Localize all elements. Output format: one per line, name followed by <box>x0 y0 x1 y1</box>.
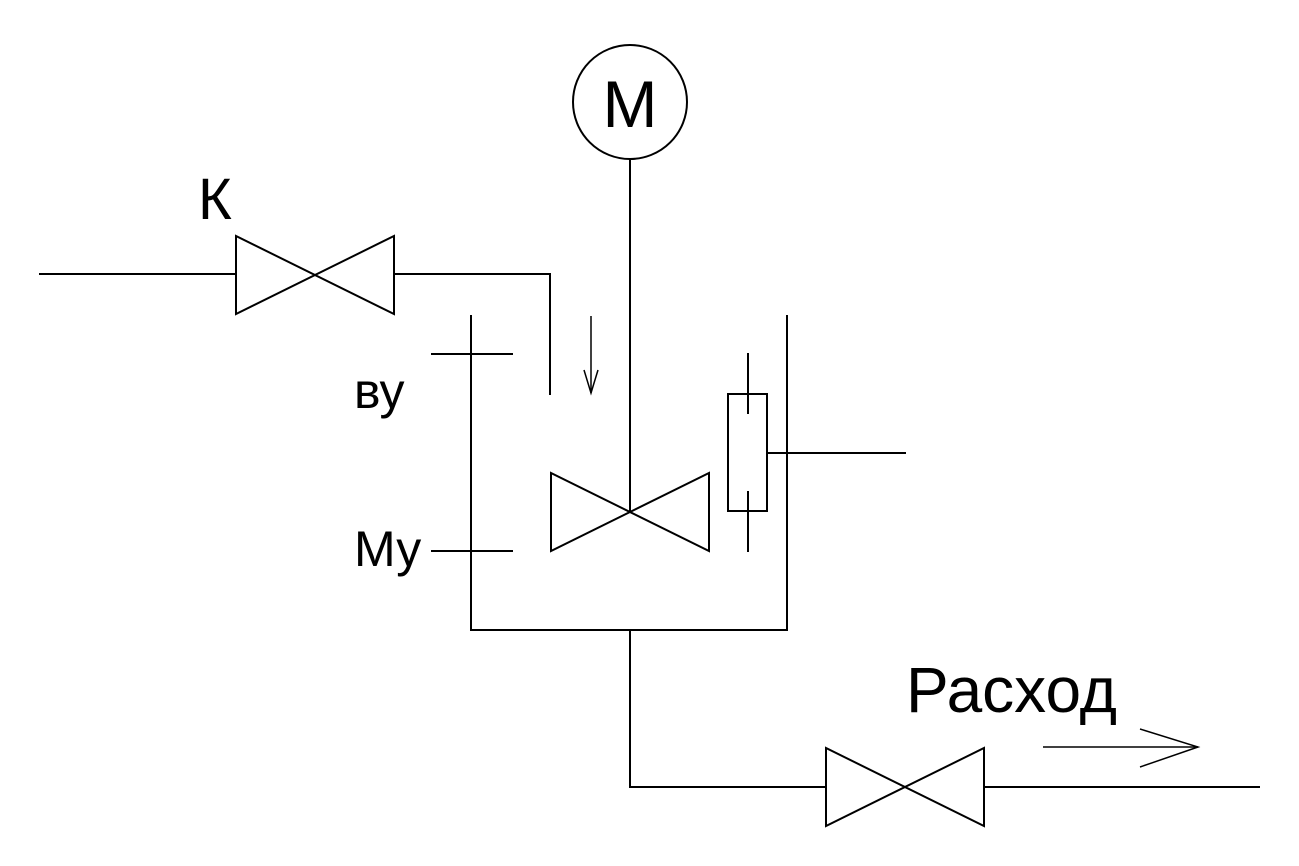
inlet-valve-label: К <box>198 167 232 232</box>
outflow-arrow-icon <box>1043 728 1201 768</box>
inflow-arrow-icon <box>583 316 599 396</box>
inlet-line <box>39 273 551 395</box>
upper-level-label: ву <box>354 363 404 419</box>
mixer-icon <box>550 471 710 553</box>
outflow-label: Расход <box>906 654 1117 726</box>
heater-icon <box>727 353 906 552</box>
inlet-valve-icon[interactable] <box>235 234 395 316</box>
lower-level-label: Му <box>354 521 421 577</box>
outlet-line <box>629 629 1260 788</box>
motor-label: М <box>603 67 658 141</box>
outlet-valve-icon[interactable] <box>825 746 985 828</box>
